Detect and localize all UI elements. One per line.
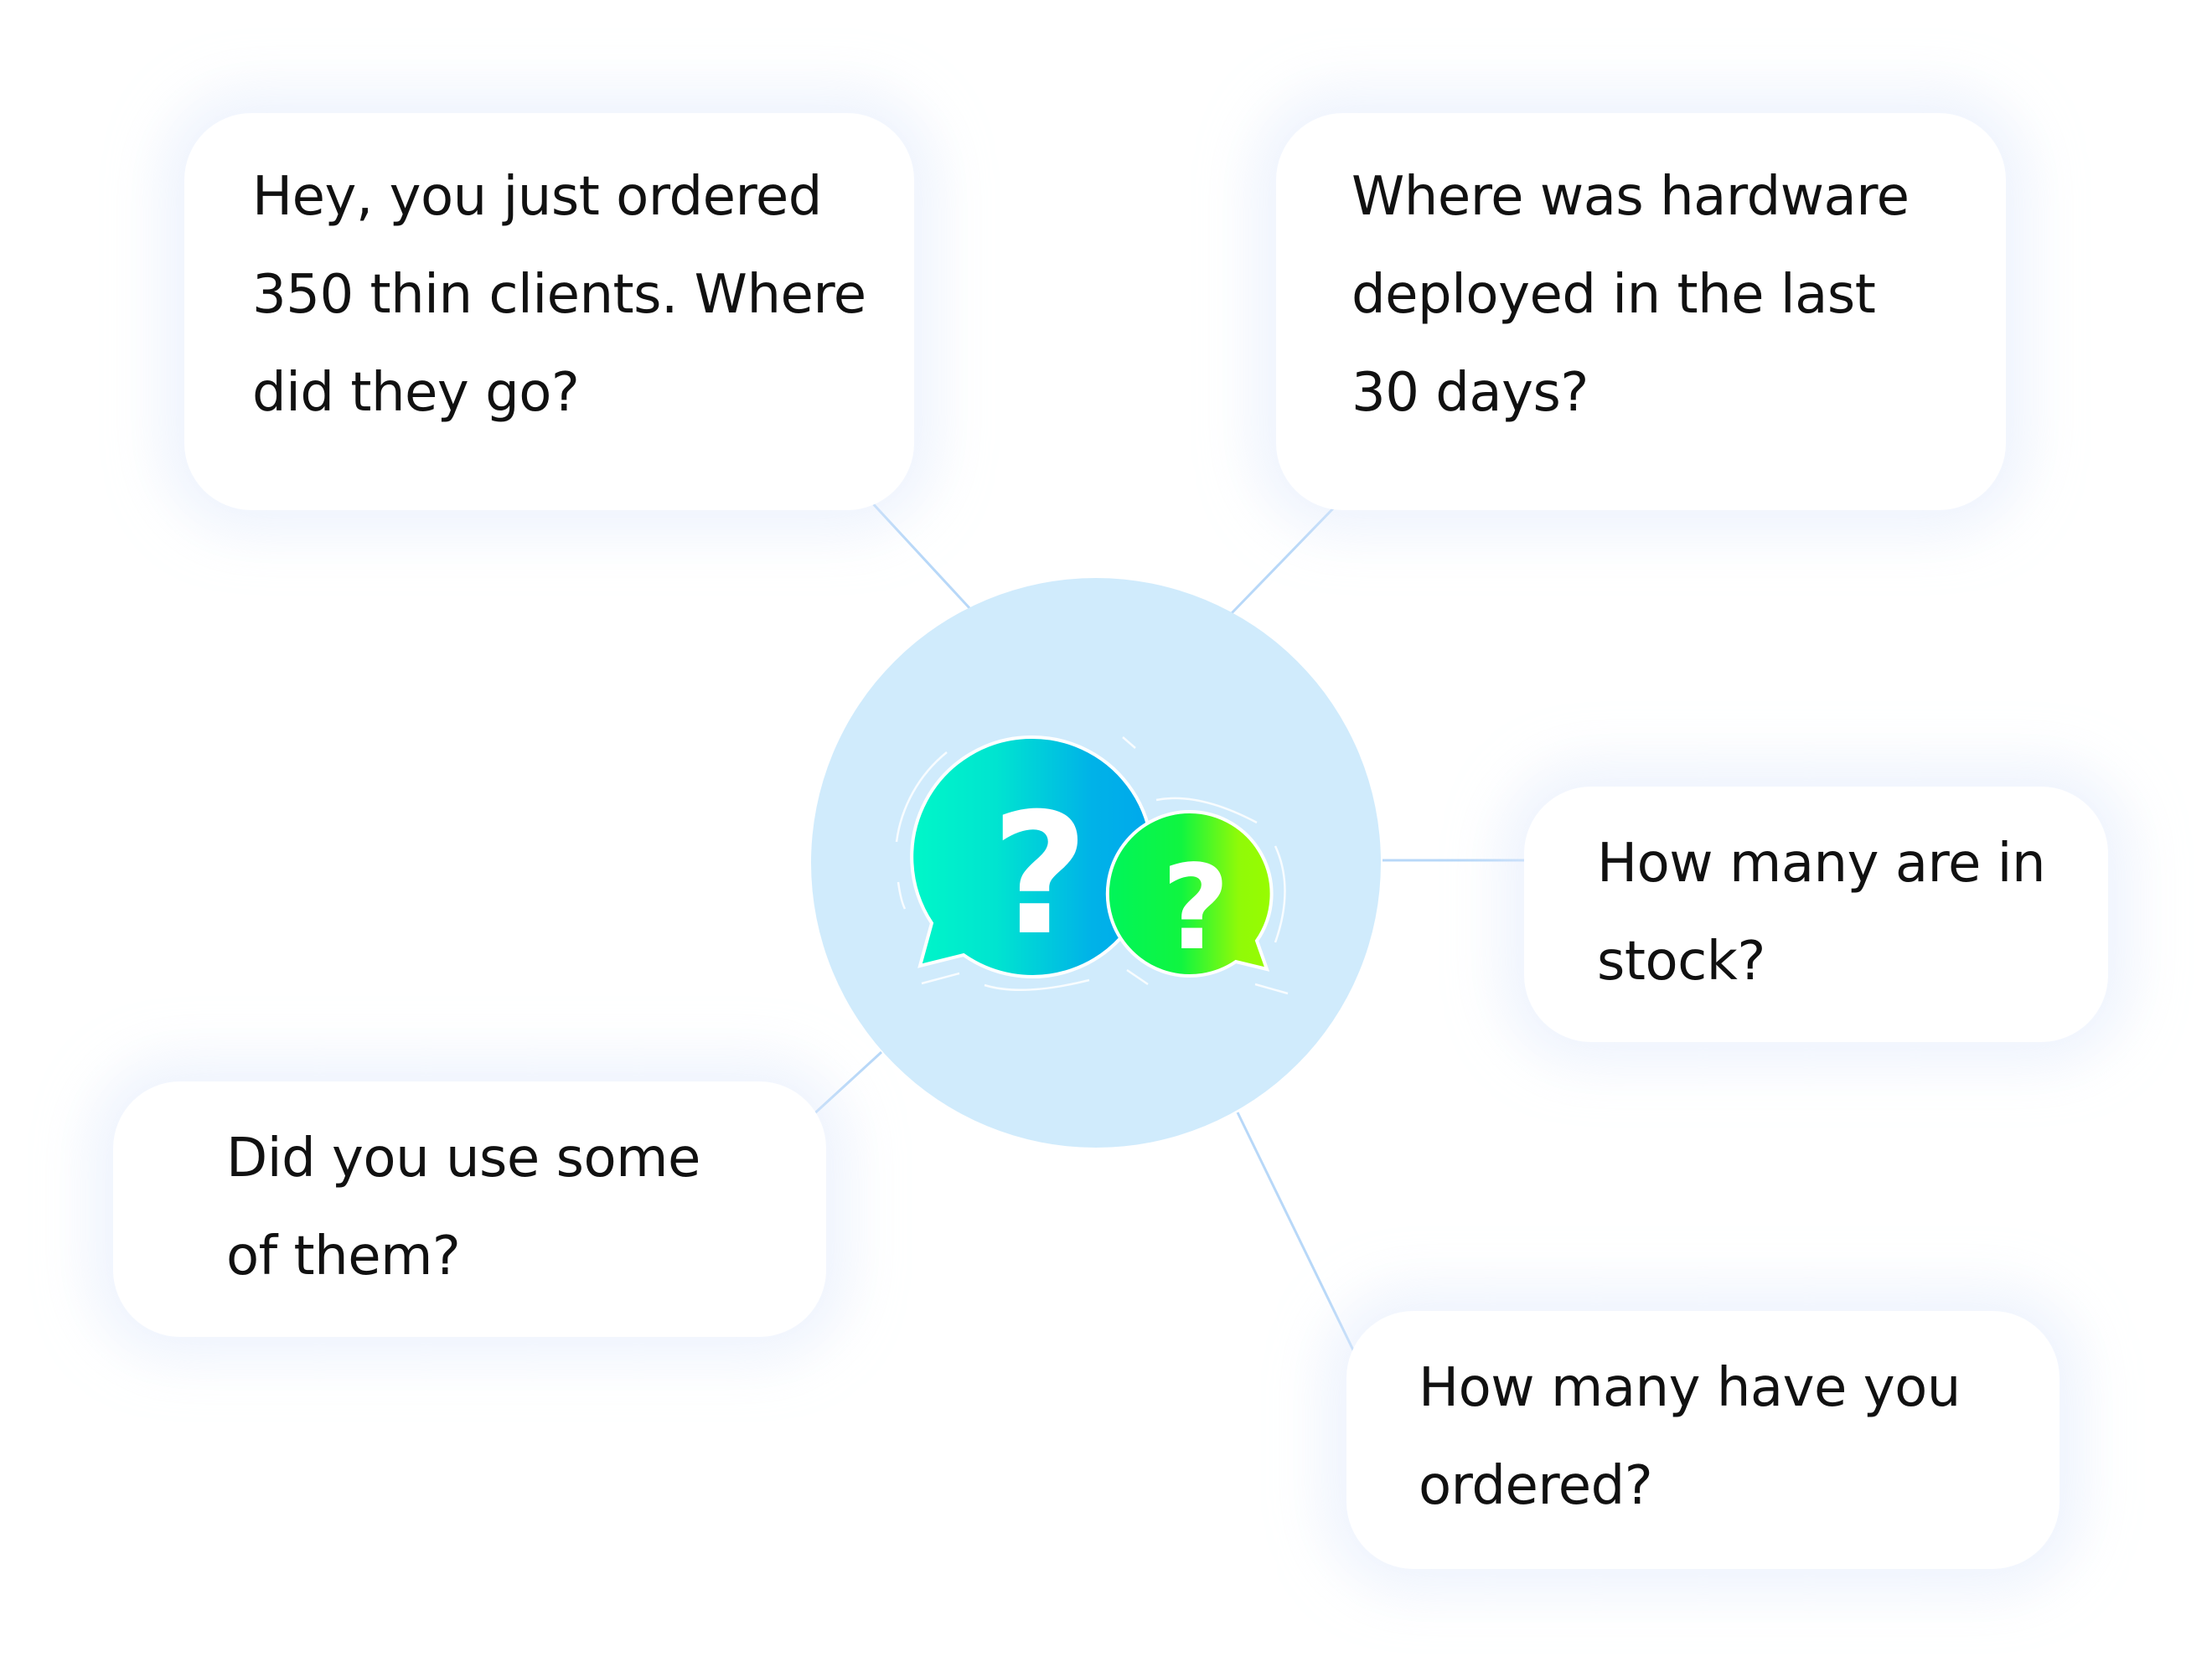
question-text-line: did they go? — [252, 362, 580, 424]
svg-text:?: ? — [1161, 840, 1229, 977]
connector-line — [809, 1050, 883, 1118]
connector-line — [867, 498, 973, 612]
question-card-hardware-deployed: Where was hardware deployed in the last … — [1276, 113, 2006, 510]
question-text-line: stock? — [1597, 931, 1765, 993]
question-text-line: Hey, you just ordered — [252, 166, 822, 228]
connector-line — [1229, 504, 1337, 616]
connector-line — [1236, 1112, 1360, 1361]
question-text-line: 350 thin clients. Where — [252, 264, 866, 326]
svg-text:?: ? — [991, 777, 1088, 973]
question-text-line: Did you use some — [226, 1128, 700, 1189]
question-text-line: 30 days? — [1351, 362, 1589, 424]
question-text-line: of them? — [226, 1226, 461, 1288]
question-text-line: ordered? — [1419, 1455, 1653, 1517]
question-text-line: How many have you — [1419, 1357, 1961, 1419]
question-card-in-stock: How many are in stock? — [1524, 787, 2108, 1042]
question-chat-bubbles-icon: ? ? — [895, 735, 1289, 995]
question-card-thin-clients: Hey, you just ordered 350 thin clients. … — [184, 113, 914, 510]
question-text-line: Where was hardware — [1351, 166, 1910, 228]
question-card-ordered: How many have you ordered? — [1346, 1311, 2060, 1569]
question-text-line: deployed in the last — [1351, 264, 1876, 326]
connector-lines — [809, 498, 1527, 1361]
question-text-line: How many are in — [1597, 833, 2046, 895]
question-card-used-some: Did you use some of them? — [113, 1081, 826, 1337]
